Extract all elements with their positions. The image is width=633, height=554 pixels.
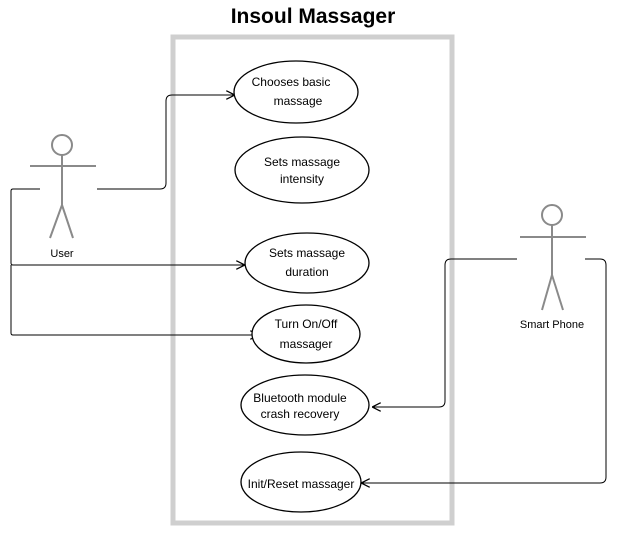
actor-head-icon bbox=[51, 134, 73, 156]
connector-phone-uc5 bbox=[373, 258, 517, 407]
actor-user-label: User bbox=[50, 248, 74, 260]
use-case-label: Sets massage bbox=[264, 155, 340, 169]
use-case-ellipse bbox=[240, 451, 362, 513]
use-case-label: intensity bbox=[280, 172, 324, 186]
connector-user-uc1 bbox=[97, 95, 234, 190]
use-case-init-reset-massager: Init/Reset massager bbox=[240, 451, 362, 513]
actor-user bbox=[30, 134, 96, 239]
connector-user-uc4 bbox=[10, 265, 258, 335]
use-case-ellipse bbox=[244, 232, 370, 294]
use-case-label: Init/Reset massager bbox=[248, 477, 355, 491]
use-case-label: duration bbox=[285, 265, 328, 279]
diagram-title: Insoul Massager bbox=[231, 5, 396, 28]
use-case-label: Chooses basic bbox=[252, 75, 331, 89]
use-case-turn-on-off-massager: Turn On/Off massager bbox=[251, 304, 361, 364]
connector-user-uc3 bbox=[10, 188, 244, 265]
use-case-chooses-basic-massage: Chooses basic massage bbox=[233, 60, 359, 124]
use-case-ellipse bbox=[240, 374, 370, 436]
use-case-bluetooth-module-crash-recovery: Bluetooth module crash recovery bbox=[240, 374, 370, 436]
use-case-sets-massage-duration: Sets massage duration bbox=[244, 232, 370, 294]
use-case-ellipse bbox=[234, 136, 370, 204]
use-case-label: Turn On/Off bbox=[275, 317, 338, 331]
use-case-sets-massage-intensity: Sets massage intensity bbox=[234, 136, 370, 204]
connectors bbox=[10, 95, 607, 483]
use-case-label: massage bbox=[274, 94, 323, 108]
connector-phone-uc6 bbox=[362, 258, 607, 483]
actor-head-icon bbox=[541, 204, 563, 226]
use-case-label: Bluetooth module bbox=[253, 391, 347, 405]
use-case-label: massager bbox=[280, 337, 333, 351]
use-case-label: Sets massage bbox=[269, 246, 345, 260]
actor-smart-phone bbox=[520, 204, 586, 311]
use-case-ellipse bbox=[251, 304, 361, 364]
use-case-ellipse bbox=[233, 60, 359, 124]
use-case-label: crash recovery bbox=[261, 407, 340, 421]
actor-smart-phone-label: Smart Phone bbox=[520, 319, 584, 331]
system-boundary bbox=[170, 34, 455, 526]
